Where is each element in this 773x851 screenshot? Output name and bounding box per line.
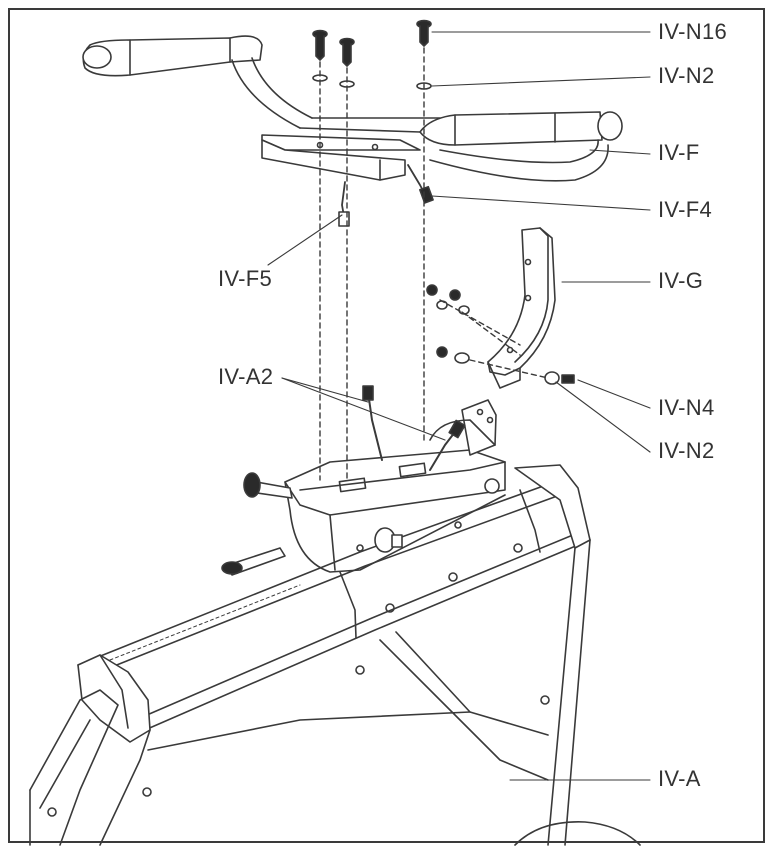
label-iv-n4: IV-N4 bbox=[658, 395, 715, 420]
label-iv-f4: IV-F4 bbox=[658, 197, 713, 222]
leader-lines bbox=[267, 31, 651, 781]
label-iv-n16: IV-N16 bbox=[658, 19, 728, 44]
handlebar bbox=[82, 35, 623, 227]
assembly-lines bbox=[319, 47, 549, 481]
diagram-frame bbox=[8, 8, 765, 843]
seat-housing bbox=[221, 385, 506, 576]
support-bracket bbox=[487, 227, 556, 389]
label-iv-a: IV-A bbox=[658, 766, 701, 791]
label-iv-n2-top: IV-N2 bbox=[658, 63, 715, 88]
label-iv-n2-side: IV-N2 bbox=[658, 438, 715, 463]
hardware bbox=[312, 19, 575, 385]
label-iv-a2: IV-A2 bbox=[218, 364, 274, 389]
main-frame bbox=[29, 464, 641, 846]
label-iv-g: IV-G bbox=[658, 268, 704, 293]
label-iv-f5: IV-F5 bbox=[218, 266, 273, 291]
bolt-3 bbox=[416, 19, 432, 47]
label-iv-f: IV-F bbox=[658, 140, 700, 165]
bolt-1 bbox=[312, 29, 328, 61]
bolt-2 bbox=[339, 37, 355, 67]
